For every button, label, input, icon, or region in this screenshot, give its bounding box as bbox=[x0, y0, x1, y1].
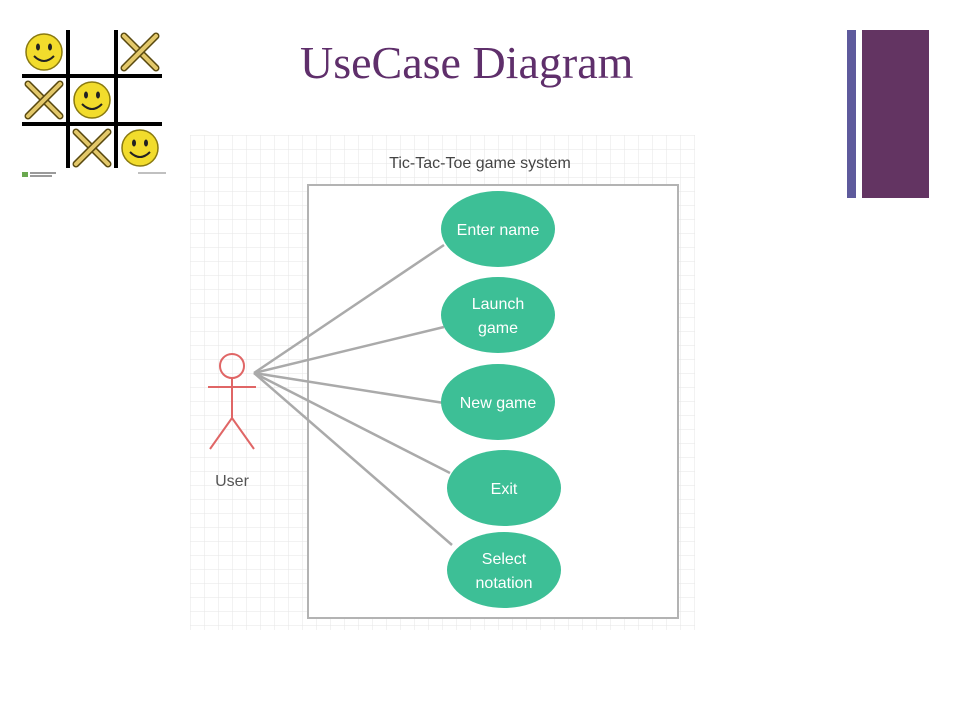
accent-bar-thin bbox=[847, 30, 856, 198]
use-case: New game bbox=[441, 364, 555, 440]
smiley-icon bbox=[73, 81, 111, 119]
use-case: Select notation bbox=[447, 532, 561, 608]
system-boundary-label: Tic-Tac-Toe game system bbox=[389, 155, 571, 172]
slide-title: UseCase Diagram bbox=[300, 37, 634, 88]
x-mark-icon bbox=[72, 128, 112, 168]
actor-left-leg bbox=[209, 417, 233, 450]
use-case-ellipse bbox=[447, 450, 561, 526]
use-case-diagram: Tic-Tac-Toe game system User Enter nameL… bbox=[190, 135, 695, 630]
logo-watermark bbox=[22, 172, 166, 177]
actor-user bbox=[208, 353, 256, 450]
use-case: Exit bbox=[447, 450, 561, 526]
x-mark-icon bbox=[120, 32, 160, 72]
use-case-label: game bbox=[478, 320, 518, 337]
use-case-label: notation bbox=[476, 575, 533, 592]
use-case-ellipse bbox=[447, 532, 561, 608]
use-case-ellipse bbox=[441, 277, 555, 353]
smiley-icon bbox=[25, 33, 63, 71]
connector-line bbox=[253, 372, 453, 546]
actor-label: User bbox=[215, 473, 249, 490]
tic-tac-toe-board-icon bbox=[22, 30, 166, 177]
use-case-label: Launch bbox=[472, 296, 525, 313]
connector-line bbox=[253, 371, 451, 475]
logo-cells bbox=[24, 32, 160, 168]
actor-connectors bbox=[253, 243, 453, 546]
connector-line bbox=[253, 371, 445, 405]
connector-line bbox=[253, 325, 445, 375]
smiley-icon bbox=[121, 129, 159, 167]
use-case-label: Enter name bbox=[457, 222, 540, 239]
use-case-label: Exit bbox=[491, 481, 518, 498]
logo-grid bbox=[22, 30, 162, 168]
actor-right-leg bbox=[231, 417, 255, 450]
connector-line bbox=[253, 243, 445, 375]
use-case-label: Select bbox=[482, 551, 527, 568]
accent-bar-wide bbox=[862, 30, 929, 198]
use-case-ellipse bbox=[441, 191, 555, 267]
use-case-ellipse bbox=[441, 364, 555, 440]
x-mark-icon bbox=[24, 80, 64, 120]
use-case: Launch game bbox=[441, 277, 555, 353]
use-case-label: New game bbox=[460, 395, 537, 412]
use-case: Enter name bbox=[441, 191, 555, 267]
